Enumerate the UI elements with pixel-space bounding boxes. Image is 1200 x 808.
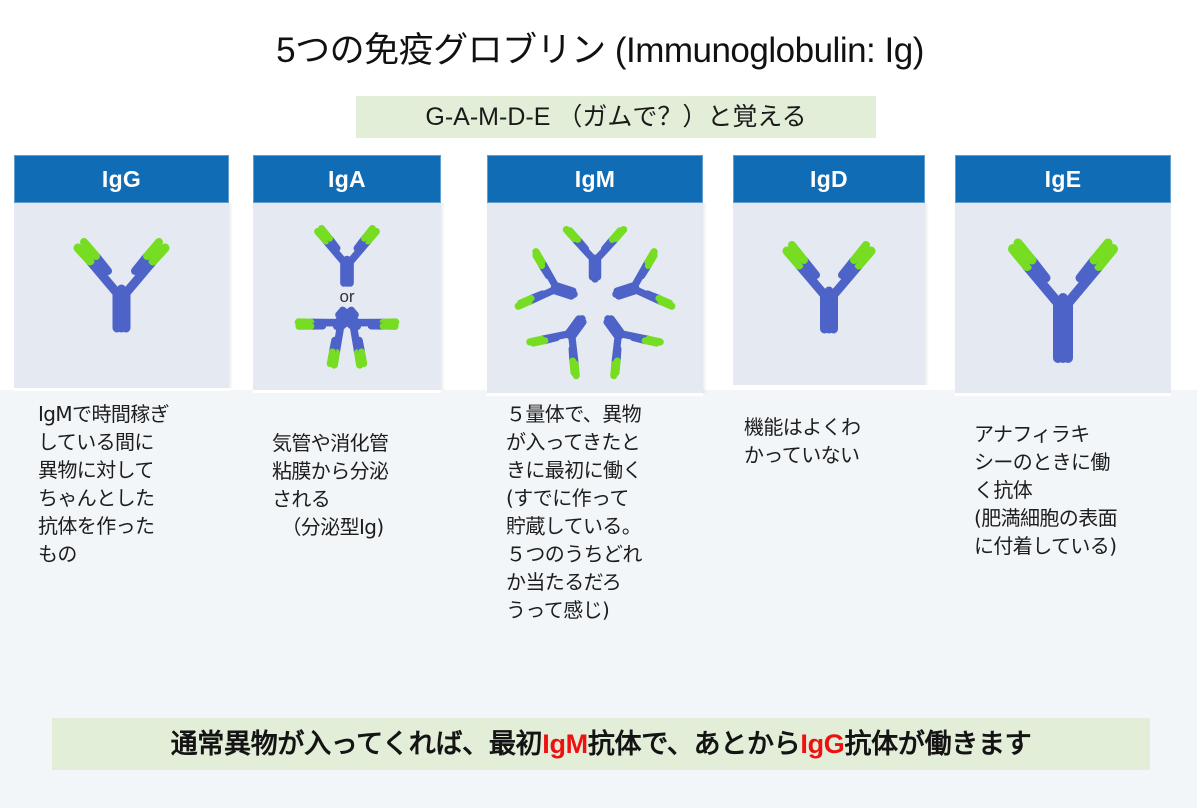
page-right-edge <box>1197 0 1200 808</box>
description-igg: IgMで時間稼ぎ している間に 異物に対して ちゃんとした 抗体を作った もの <box>38 402 170 566</box>
card-ige-header: IgE <box>955 155 1171 203</box>
summary-highlight-igm: IgM <box>542 729 588 759</box>
card-iga: IgA <box>253 155 445 393</box>
card-ige-figure-area <box>955 203 1171 396</box>
card-igm: IgM <box>487 155 707 396</box>
summary-part2: 抗体で、あとから <box>587 729 801 759</box>
card-igm-header: IgM <box>487 155 703 203</box>
summary-banner: 通常異物が入ってくれば、最初IgM抗体で、あとからIgG抗体が働きます <box>52 718 1150 770</box>
description-igm: ５量体で、異物 が入ってきたと きに最初に働く (すでに作って 貯蔵している。 … <box>506 402 642 622</box>
antibody-monomer-icon <box>782 241 876 334</box>
card-igm-figure-area <box>487 203 707 396</box>
iga-or-label: or <box>339 287 355 306</box>
summary-part3: 抗体が働きます <box>844 729 1032 759</box>
description-igd: 機能はよくわ かっていない <box>744 415 861 467</box>
card-edge-shadow <box>703 203 707 393</box>
card-edge-shadow <box>441 203 445 390</box>
card-edge-shadow <box>229 203 233 388</box>
card-igd: IgD <box>733 155 929 388</box>
antibody-monomer-and-dimer-icon <box>294 225 400 369</box>
summary-part1: 通常異物が入ってくれば、最初 <box>170 729 543 759</box>
antibody-pentamer-icon <box>514 225 676 380</box>
summary-highlight-igg: IgG <box>800 729 845 759</box>
card-igg: IgG <box>14 155 233 391</box>
card-igd-figure-area <box>733 203 929 388</box>
card-iga-figure-area: or <box>253 203 445 393</box>
card-igg-header: IgG <box>14 155 229 203</box>
summary-text: 通常異物が入ってくれば、最初IgM抗体で、あとからIgG抗体が働きます <box>52 718 1150 770</box>
antibody-monomer-icon <box>73 238 170 333</box>
antibody-monomer-icon <box>1008 238 1118 363</box>
description-ige: アナフィラキ シーのときに働 く抗体 (肥満細胞の表面 に付着している) <box>974 422 1118 558</box>
page-title: 5つの免疫グロブリン (Immunoglobulin: Ig) <box>276 31 924 70</box>
immunoglobulin-card-grid: IgG IgA <box>0 155 1200 396</box>
mnemonic-banner: G-A-M-D-E （ガムで？）と覚える <box>356 96 876 138</box>
description-iga: 気管や消化管 粘膜から分泌 される （分泌型Ig) <box>272 431 389 539</box>
card-igg-figure-area <box>14 203 233 391</box>
card-igd-header: IgD <box>733 155 925 203</box>
mnemonic-text: G-A-M-D-E （ガムで？）と覚える <box>425 103 807 131</box>
card-ige: IgE <box>955 155 1171 396</box>
card-edge-shadow <box>925 203 929 385</box>
card-iga-header: IgA <box>253 155 441 203</box>
